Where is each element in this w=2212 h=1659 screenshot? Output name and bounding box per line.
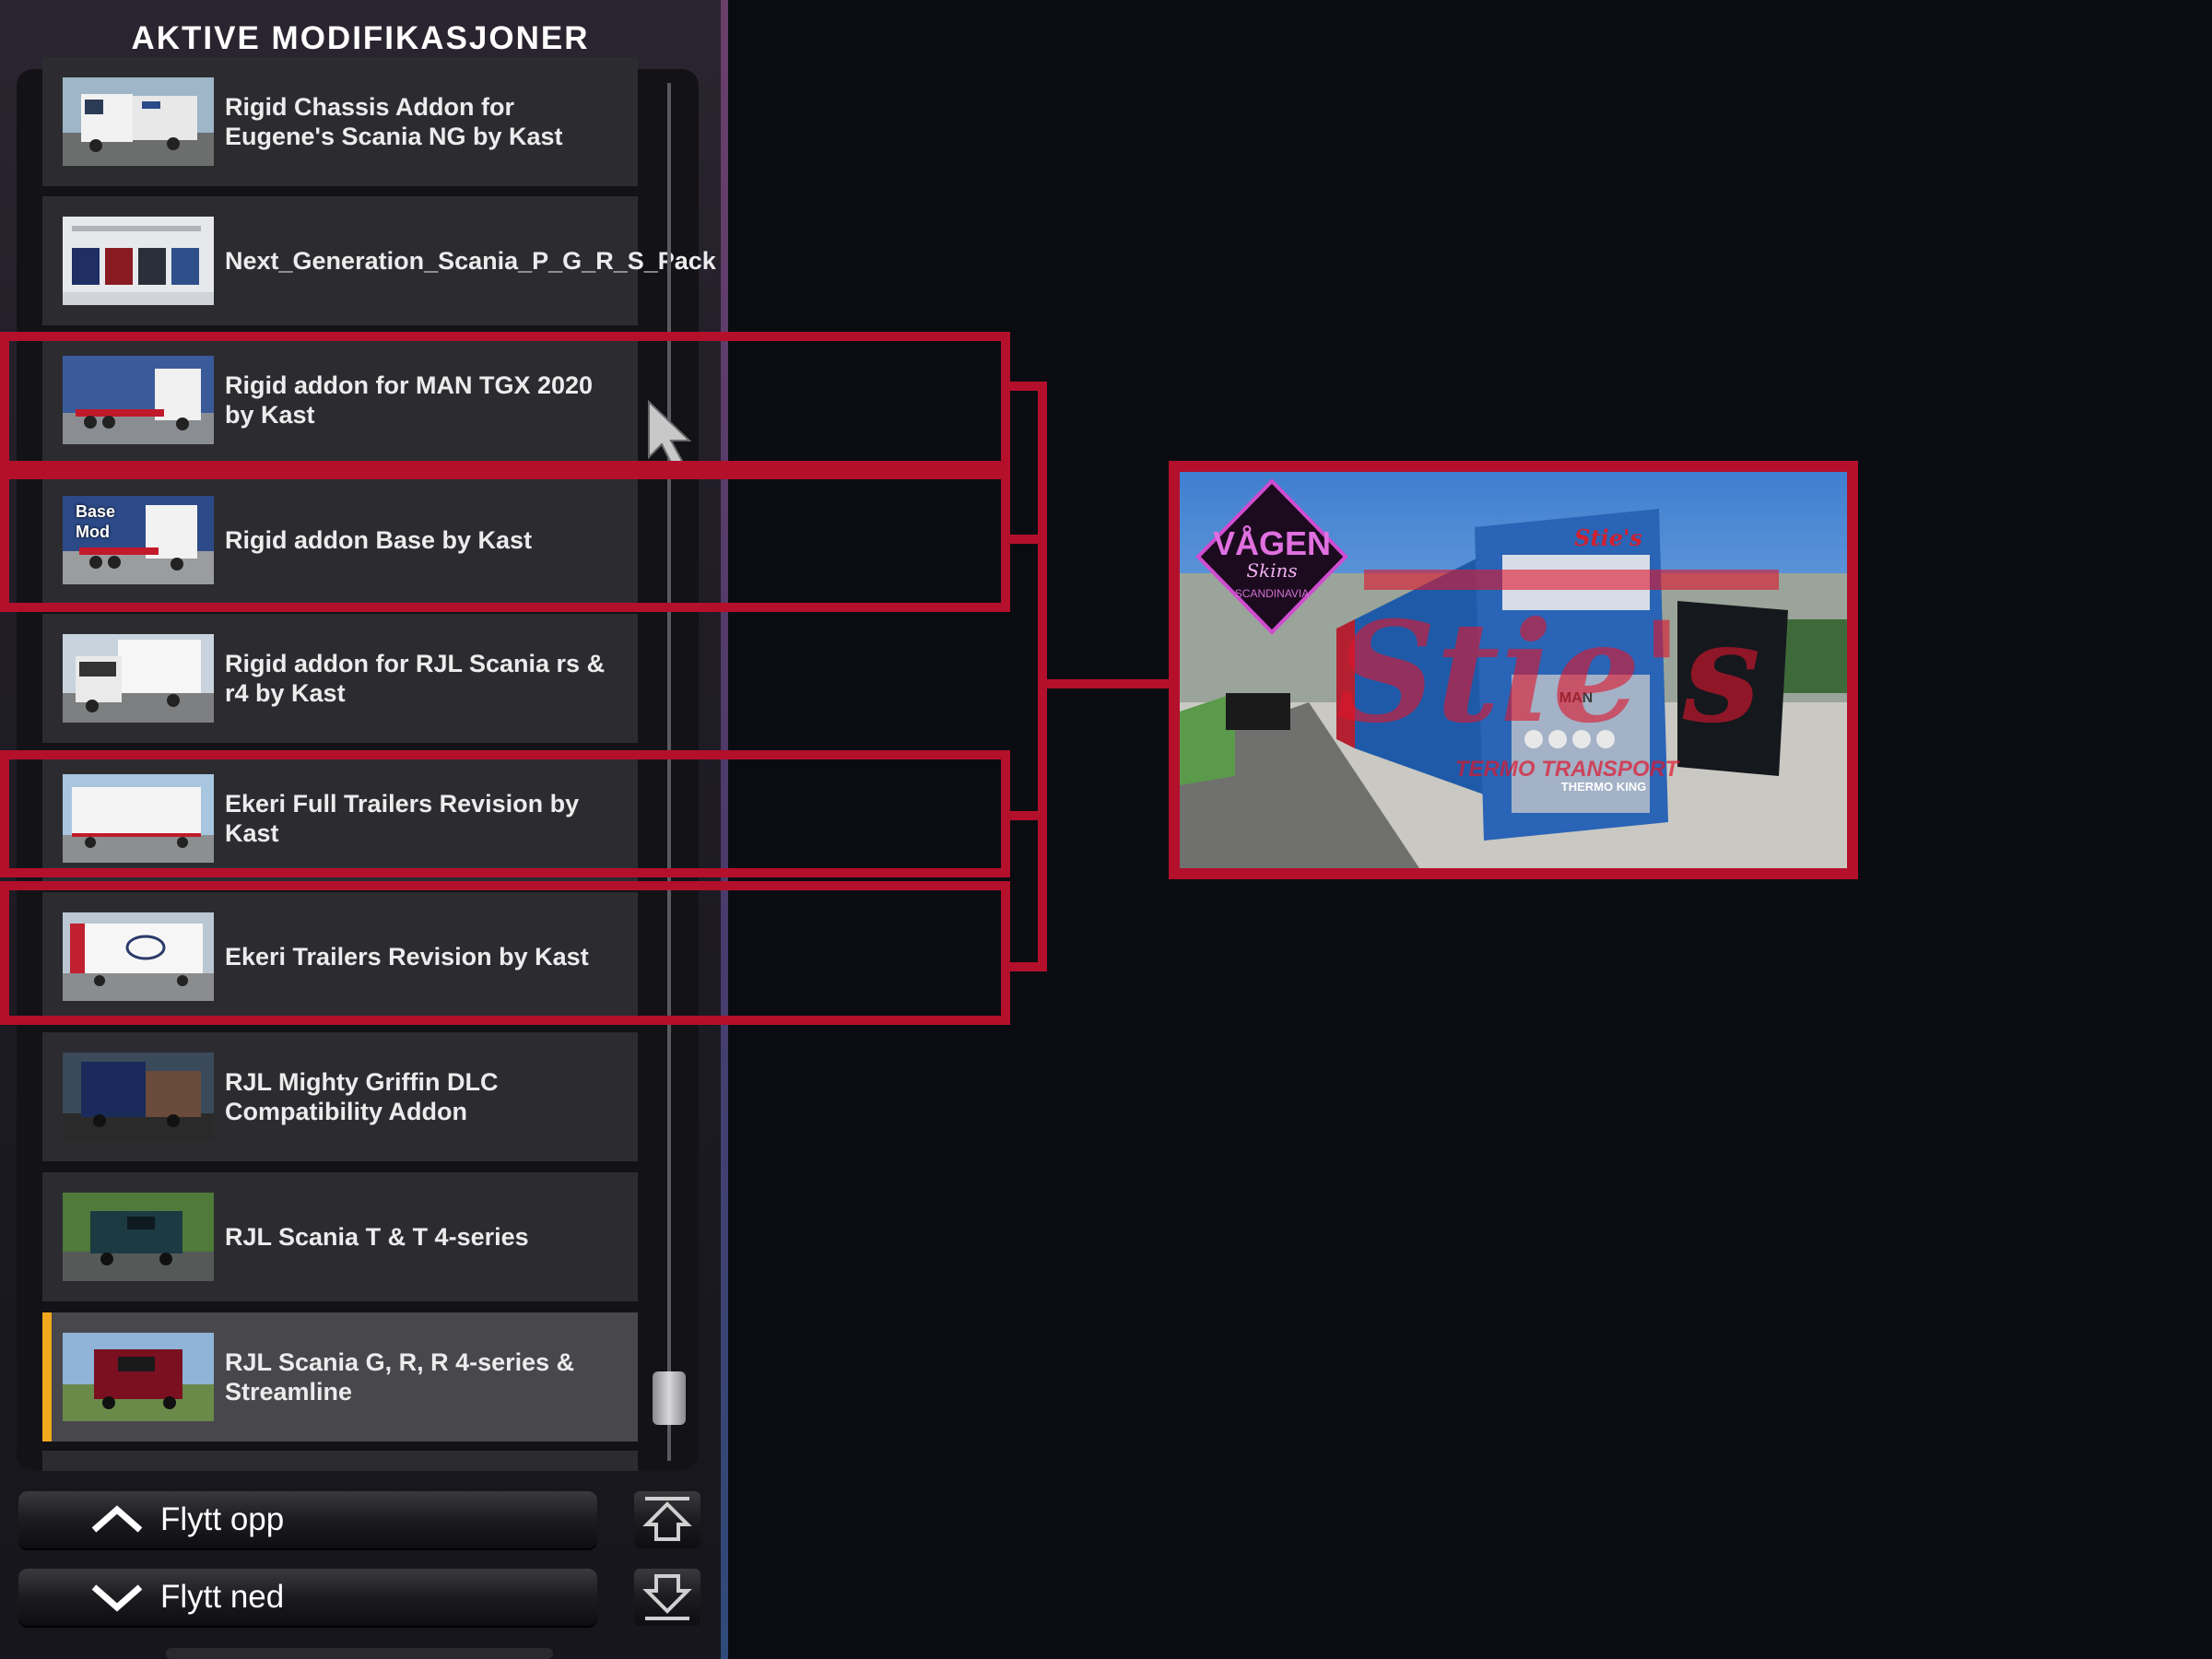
unit-label: THERMO KING xyxy=(1561,780,1646,794)
mod-label: Next_Generation_Scania_P_G_R_S_Pack xyxy=(225,247,716,275)
move-down-button[interactable]: Flytt ned xyxy=(18,1569,597,1626)
mod-thumbnail xyxy=(63,77,214,166)
list-item[interactable]: Ekeri Trailers Revision by Kast xyxy=(42,892,638,1021)
mod-thumbnail xyxy=(63,634,214,723)
logo-script: Skins xyxy=(1246,559,1297,582)
mod-thumbnail xyxy=(63,912,214,1001)
highlight-box xyxy=(0,750,1010,877)
watermark-text: Stie's xyxy=(1336,592,1760,754)
arrow-down-to-bottom-icon xyxy=(642,1574,692,1620)
list-item[interactable]: Rigid Chassis Addon for Eugene's Scania … xyxy=(42,57,638,186)
move-to-top-button[interactable] xyxy=(634,1491,700,1548)
mod-label: Rigid addon for MAN TGX 2020 by Kast xyxy=(225,371,594,429)
mod-label: Rigid addon for RJL Scania rs & r4 by Ka… xyxy=(225,650,606,707)
connector-line xyxy=(1038,461,1047,894)
chevron-up-icon xyxy=(91,1505,143,1533)
highlight-box xyxy=(0,470,1010,612)
list-item[interactable]: Next_Generation_Scania_P_G_R_S_Pack xyxy=(42,196,716,325)
connector-line xyxy=(1001,535,1047,544)
list-item[interactable]: Rigid addon for MAN TGX 2020 by Kast xyxy=(42,335,638,465)
connector-line xyxy=(1001,962,1047,971)
chevron-down-icon xyxy=(91,1584,143,1612)
panel-footer-bar xyxy=(166,1648,553,1659)
mod-label: Ekeri Full Trailers Revision by Kast xyxy=(225,790,580,847)
mod-thumbnail xyxy=(63,1333,214,1421)
list-item[interactable]: RJL Mighty Griffin DLC Compatibility Add… xyxy=(42,1032,638,1161)
mod-label: RJL Mighty Griffin DLC Compatibility Add… xyxy=(225,1068,499,1125)
list-item-selected[interactable]: RJL Scania G, R, R 4-series & Streamline xyxy=(42,1312,638,1441)
mod-preview-image: VÅGEN Skins SCANDINAVIA Stie's MAN THERM… xyxy=(1169,461,1858,879)
mod-label: Rigid Chassis Addon for Eugene's Scania … xyxy=(225,93,563,150)
mod-thumbnail xyxy=(63,1053,214,1141)
move-up-button[interactable]: Flytt opp xyxy=(18,1491,597,1548)
mod-thumbnail xyxy=(63,1193,214,1281)
scrollbar-track[interactable] xyxy=(667,83,671,1461)
cab-sign: Stie's xyxy=(1574,524,1642,551)
connector-line xyxy=(1038,679,1172,688)
arrow-up-to-top-icon xyxy=(642,1497,692,1541)
highlight-box xyxy=(0,881,1010,1025)
connector-line xyxy=(1001,811,1047,820)
panel-edge xyxy=(721,0,728,1659)
move-up-label: Flytt opp xyxy=(160,1501,285,1537)
mod-thumbnail xyxy=(63,356,214,444)
panel-title: AKTIVE MODIFIKASJONER xyxy=(131,20,590,56)
mod-thumbnail xyxy=(63,217,214,305)
mod-label: Ekeri Trailers Revision by Kast xyxy=(225,943,589,971)
list-item[interactable]: Ekeri Full Trailers Revision by Kast xyxy=(42,754,638,883)
move-to-bottom-button[interactable] xyxy=(634,1569,700,1626)
connector-line xyxy=(1001,382,1047,391)
scrollbar-thumb[interactable] xyxy=(653,1371,686,1425)
list-item[interactable] xyxy=(42,1451,638,1471)
mod-label: RJL Scania T & T 4-series xyxy=(225,1223,529,1251)
mod-thumbnail xyxy=(63,774,214,863)
truck-brand: MAN xyxy=(1559,690,1593,706)
move-down-label: Flytt ned xyxy=(160,1579,285,1615)
mod-label: Rigid addon Base by Kast xyxy=(225,526,533,554)
active-mods-panel: AKTIVE MODIFIKASJONER xyxy=(0,0,728,1659)
logo-sub: SCANDINAVIA xyxy=(1235,587,1309,600)
highlight-box xyxy=(0,332,1010,470)
mod-label: RJL Scania G, R, R 4-series & Streamline xyxy=(225,1348,575,1406)
list-item[interactable]: Rigid addon for RJL Scania rs & r4 by Ka… xyxy=(42,614,638,743)
logo-text: VÅGEN xyxy=(1213,524,1331,562)
watermark-sub: TERMO TRANSPORT xyxy=(1455,757,1681,782)
list-item[interactable]: RJL Scania T & T 4-series xyxy=(42,1172,638,1301)
